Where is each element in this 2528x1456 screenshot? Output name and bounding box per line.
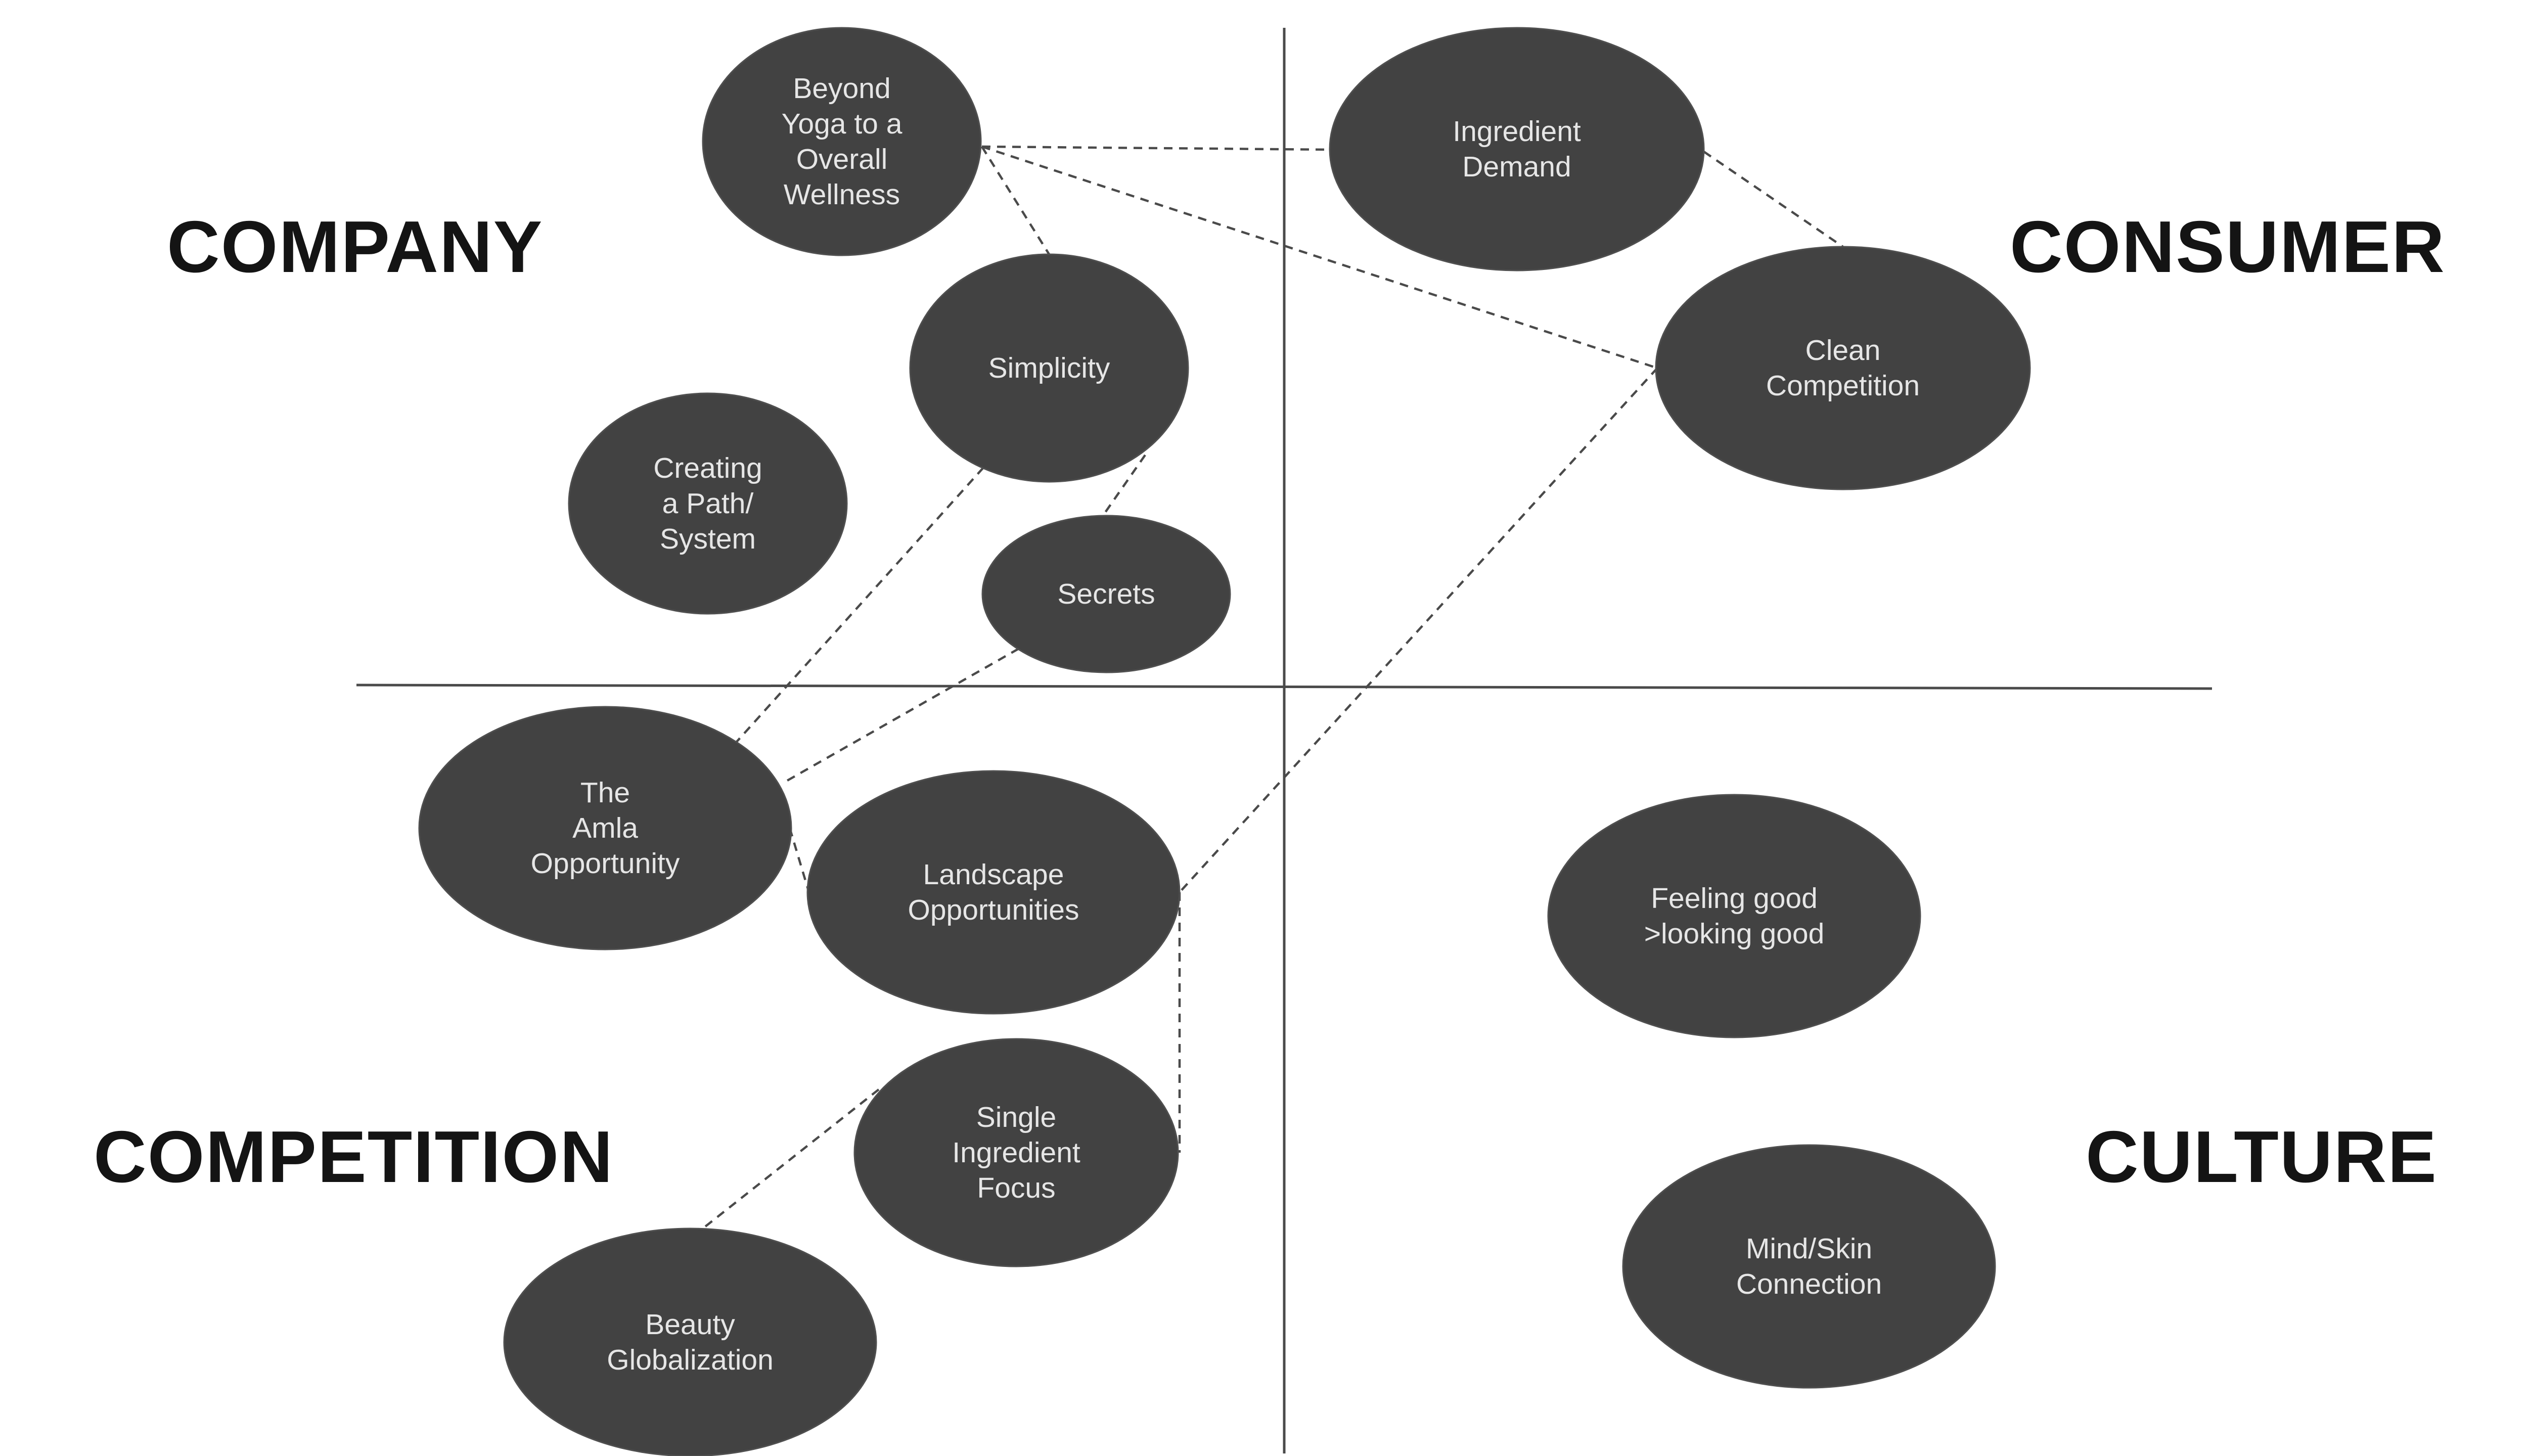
node-label-line: The: [580, 777, 630, 809]
node-bubble: [1622, 1144, 1996, 1389]
node-label-line: Simplicity: [988, 352, 1110, 384]
node-label-line: Connection: [1736, 1268, 1882, 1300]
node-bubble: [853, 1038, 1179, 1267]
connector-beyond-yoga-to-simplicity: [981, 146, 1050, 255]
node-bubble: [418, 706, 792, 950]
node-label-line: Wellness: [784, 178, 900, 211]
quadrant-label-culture: CULTURE: [2086, 1116, 2437, 1198]
node-label-line: Creating: [653, 452, 762, 484]
horizontal-axis: [356, 684, 2213, 690]
node-label-line: Mind/Skin: [1746, 1233, 1872, 1265]
node-bubble: [981, 515, 1231, 673]
node-label-line: Feeling good: [1651, 882, 1818, 915]
node-bubble: [568, 392, 848, 615]
node-label-line: >looking good: [1644, 918, 1825, 950]
node-label-line: Globalization: [607, 1344, 774, 1376]
node-secrets: Secrets: [981, 515, 1231, 673]
node-label-line: System: [660, 523, 756, 555]
connector-amla-opportunity-to-landscape-opportunities: [788, 828, 810, 893]
quadrant-label-consumer: CONSUMER: [2010, 206, 2446, 288]
node-label-line: Opportunity: [531, 847, 680, 880]
connector-lines: [702, 145, 1844, 1230]
node-simplicity: Simplicity: [909, 253, 1189, 483]
node-label-line: Amla: [572, 812, 638, 844]
connector-secrets-to-amla-opportunity: [783, 648, 1020, 784]
node-label-line: Landscape: [923, 858, 1064, 891]
node-label-line: Competition: [1766, 370, 1920, 402]
node-label-line: Demand: [1462, 151, 1571, 183]
node-bubble: [1547, 794, 1921, 1038]
node-label-line: Beyond: [793, 72, 890, 105]
node-label-line: Secrets: [1057, 578, 1155, 610]
connector-clean-competition-to-landscape-opportunities: [1179, 367, 1658, 893]
node-bubble: [503, 1227, 877, 1456]
quadrant-label-company: COMPANY: [167, 206, 543, 288]
connector-simplicity-to-secrets: [1101, 454, 1146, 518]
connector-beyond-yoga-to-clean-competition: [981, 145, 1658, 370]
node-label-line: Focus: [977, 1172, 1055, 1204]
node-label-line: Ingredient: [952, 1136, 1080, 1169]
connector-simplicity-to-amla-opportunity: [732, 467, 984, 747]
node-label-line: Opportunities: [908, 894, 1079, 926]
node-label-line: Ingredient: [1453, 115, 1581, 148]
connector-single-ingredient-to-beauty-globalization: [702, 1088, 880, 1230]
node-label-line: Overall: [796, 143, 888, 175]
node-feeling-good: Feeling good>looking good: [1547, 794, 1921, 1038]
connector-ingredient-demand-to-clean-competition: [1703, 151, 1844, 248]
node-label-line: Yoga to a: [782, 108, 902, 140]
node-bubble: [1655, 246, 2031, 490]
node-label-line: a Path/: [662, 487, 754, 520]
node-bubble: [702, 27, 982, 256]
node-label-line: Beauty: [645, 1308, 735, 1341]
node-bubble: [909, 253, 1189, 483]
node-bubble: [806, 770, 1181, 1015]
quadrant-label-competition: COMPETITION: [94, 1116, 614, 1198]
connector-beyond-yoga-to-ingredient-demand: [981, 145, 1331, 151]
node-label-line: Clean: [1805, 334, 1881, 367]
node-bubble: [1329, 27, 1705, 271]
node-label-line: Single: [976, 1101, 1056, 1133]
